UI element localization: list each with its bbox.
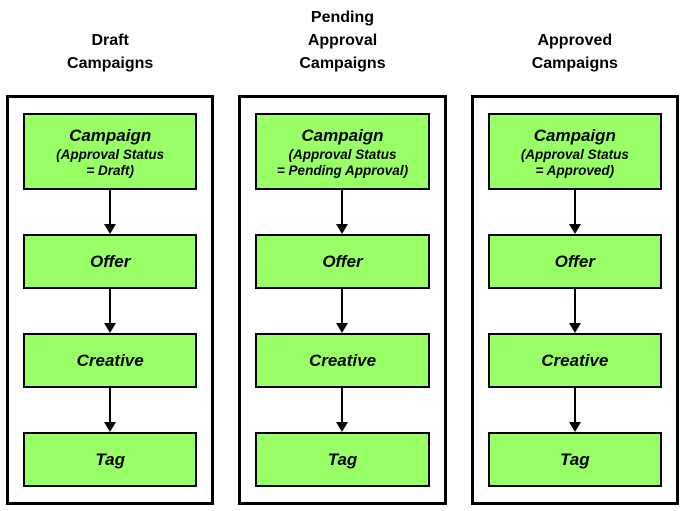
node-sublabel: (Approval Status = Pending Approval) <box>276 146 409 178</box>
arrow-down-connector <box>488 289 662 333</box>
node-label: Campaign <box>301 125 384 145</box>
arrow-shaft <box>573 190 576 224</box>
node-label: Campaign <box>69 125 152 145</box>
node-campaign: Campaign (Approval Status = Pending Appr… <box>255 113 430 190</box>
node-label: Creative <box>76 351 144 370</box>
arrow-shaft <box>109 388 112 422</box>
node-creative: Creative <box>255 333 430 388</box>
arrow-down-connector <box>23 190 197 234</box>
arrow-head-icon <box>568 323 581 333</box>
arrow-shaft <box>109 190 112 224</box>
arrow-down-connector <box>488 190 662 234</box>
arrow-down-connector <box>488 388 662 432</box>
node-label: Offer <box>554 252 595 271</box>
node-creative: Creative <box>487 333 662 388</box>
node-tag: Tag <box>487 432 662 487</box>
node-tag: Tag <box>23 432 198 487</box>
arrow-down-connector <box>255 289 429 333</box>
arrow-shaft <box>573 289 576 323</box>
node-label: Offer <box>322 252 363 271</box>
node-offer: Offer <box>23 234 198 289</box>
node-label: Offer <box>90 252 131 271</box>
arrow-head-icon <box>568 422 581 432</box>
column-title-draft: Draft Campaigns <box>67 32 154 72</box>
column-title-pending-approval: Pending Approval Campaigns <box>299 9 386 72</box>
node-label: Creative <box>541 351 609 370</box>
arrow-down-connector <box>23 388 197 432</box>
arrow-down-connector <box>255 388 429 432</box>
node-sublabel: (Approval Status = Draft) <box>56 146 165 178</box>
draft-flow-container: Campaign (Approval Status = Draft) Offer… <box>6 95 215 505</box>
arrow-head-icon <box>568 224 581 234</box>
node-label: Campaign <box>533 125 616 145</box>
approved-flow-container: Campaign (Approval Status = Approved) Of… <box>470 95 679 505</box>
node-label: Tag <box>327 450 358 469</box>
arrow-head-icon <box>336 224 349 234</box>
node-campaign: Campaign (Approval Status = Approved) <box>487 113 662 190</box>
column-approved-campaigns: Approved Campaigns Campaign (Approval St… <box>470 0 679 505</box>
arrow-head-icon <box>336 323 349 333</box>
pending-approval-flow-container: Campaign (Approval Status = Pending Appr… <box>238 95 447 505</box>
arrow-shaft <box>341 388 344 422</box>
column-draft-campaigns: Draft Campaigns Campaign (Approval Statu… <box>6 0 215 505</box>
node-tag: Tag <box>255 432 430 487</box>
arrow-head-icon <box>336 422 349 432</box>
node-label: Creative <box>308 351 377 370</box>
arrow-down-connector <box>23 289 197 333</box>
arrow-shaft <box>341 289 344 323</box>
node-creative: Creative <box>23 333 198 388</box>
node-campaign: Campaign (Approval Status = Draft) <box>23 113 198 190</box>
column-pending-approval-campaigns: Pending Approval Campaigns Campaign (App… <box>238 0 447 505</box>
arrow-head-icon <box>104 224 117 234</box>
node-label: Tag <box>95 450 125 469</box>
arrow-head-icon <box>104 422 117 432</box>
node-sublabel: (Approval Status = Approved) <box>520 146 629 178</box>
node-offer: Offer <box>255 234 430 289</box>
arrow-shaft <box>109 289 112 323</box>
arrow-down-connector <box>255 190 429 234</box>
arrow-head-icon <box>104 323 117 333</box>
arrow-shaft <box>573 388 576 422</box>
arrow-shaft <box>341 190 344 224</box>
node-label: Tag <box>560 450 590 469</box>
column-title-approved: Approved Campaigns <box>531 32 618 72</box>
node-offer: Offer <box>487 234 662 289</box>
